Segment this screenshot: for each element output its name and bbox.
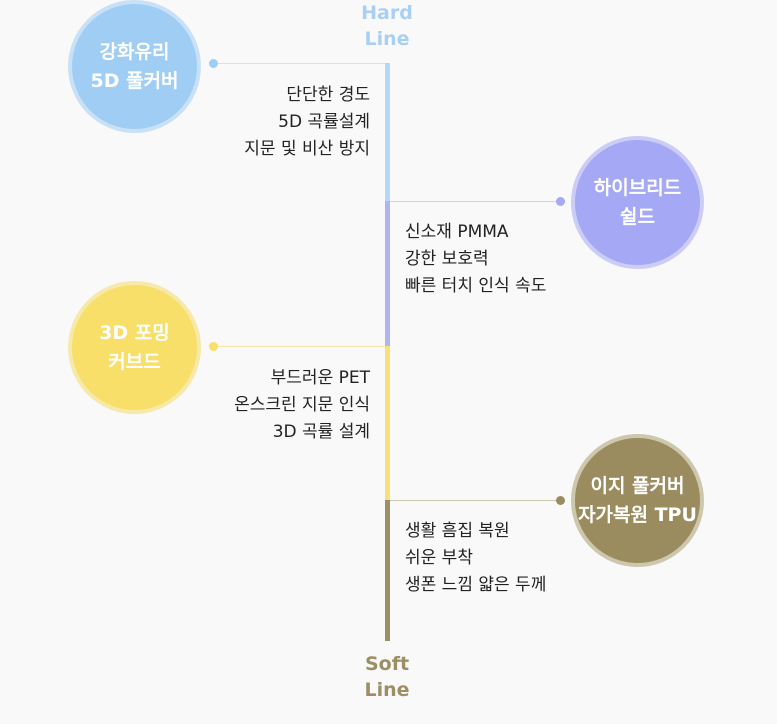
product-circle-tpu: 이지 풀커버 자가복원 TPU xyxy=(571,434,704,567)
feature-item: 생폰 느낌 얇은 두께 xyxy=(405,575,547,595)
product-title-3d: 3D 포밍 커브드 xyxy=(99,321,170,373)
feature-item: 쉬운 부착 xyxy=(405,548,473,568)
product-title-hybrid: 하이브리드 쉴드 xyxy=(593,176,682,228)
feature-item: 강한 보호력 xyxy=(405,249,489,269)
product-circle-glass: 강화유리 5D 풀커버 xyxy=(68,0,201,133)
product-circle-hybrid: 하이브리드 쉴드 xyxy=(571,136,704,269)
connector-line-tpu xyxy=(390,500,561,501)
feature-list-3d: 부드러운 PET 온스크린 지문 인식 3D 곡률 설계 xyxy=(234,365,370,446)
hard-line-label-line1: Hard xyxy=(361,2,413,24)
connector-line-hybrid xyxy=(390,201,561,202)
product-title-tpu: 이지 풀커버 자가복원 TPU xyxy=(578,474,697,526)
feature-item: 단단한 경도 xyxy=(286,85,370,105)
connector-line-3d xyxy=(214,346,385,347)
product-title-glass: 강화유리 5D 풀커버 xyxy=(90,40,179,92)
feature-list-tpu: 생활 흠집 복원 쉬운 부착 생폰 느낌 얇은 두께 xyxy=(405,518,546,599)
feature-list-hybrid: 신소재 PMMA 강한 보호력 빠른 터치 인식 속도 xyxy=(405,219,546,300)
hard-line-label: Hard Line xyxy=(347,0,427,52)
connector-dot-glass xyxy=(209,59,218,68)
connector-dot-tpu xyxy=(556,496,565,505)
feature-item: 부드러운 PET xyxy=(270,368,370,388)
feature-item: 온스크린 지문 인식 xyxy=(234,395,370,415)
connector-dot-3d xyxy=(209,342,218,351)
feature-list-glass: 단단한 경도 5D 곡률설계 지문 및 비산 방지 xyxy=(244,82,370,163)
feature-item: 생활 흠집 복원 xyxy=(405,521,510,541)
connector-dot-hybrid xyxy=(556,197,565,206)
soft-line-label: Soft Line xyxy=(347,651,427,703)
soft-line-label-line1: Soft xyxy=(364,653,410,675)
axis-segment-glass xyxy=(385,63,390,201)
product-circle-3d: 3D 포밍 커브드 xyxy=(68,281,201,414)
soft-line-label-line2: Line xyxy=(364,679,410,701)
hard-line-label-line2: Line xyxy=(364,28,410,50)
feature-item: 3D 곡률 설계 xyxy=(272,422,370,442)
feature-item: 지문 및 비산 방지 xyxy=(244,139,370,159)
axis-segment-3d xyxy=(385,346,390,500)
axis-segment-hybrid xyxy=(385,201,390,346)
feature-item: 신소재 PMMA xyxy=(405,222,509,242)
axis-segment-tpu xyxy=(385,500,390,641)
feature-item: 빠른 터치 인식 속도 xyxy=(405,276,547,296)
connector-line-glass xyxy=(214,63,385,64)
feature-item: 5D 곡률설계 xyxy=(278,112,370,132)
